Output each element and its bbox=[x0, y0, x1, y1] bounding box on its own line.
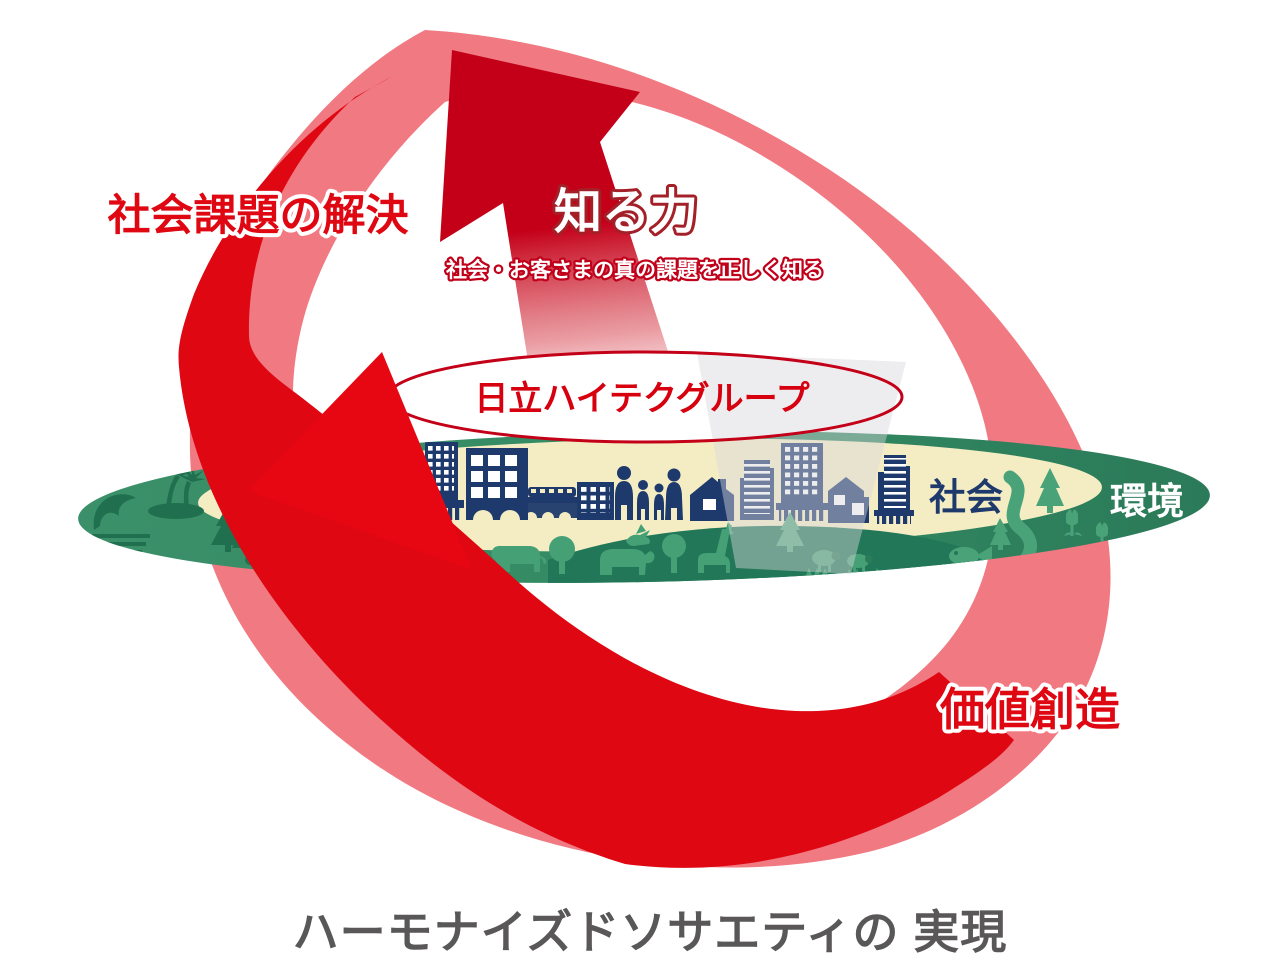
animals-group bbox=[491, 512, 880, 576]
solve-label: 社会課題の解決 bbox=[108, 192, 409, 240]
palm-tree-icon bbox=[176, 465, 206, 507]
bird-icon bbox=[146, 445, 172, 453]
main-title: ハーモナイズドソサエティの 実現 bbox=[293, 906, 1008, 958]
pine-tree-icon bbox=[776, 512, 804, 552]
lion-icon bbox=[491, 545, 547, 572]
dolphin-icon bbox=[96, 454, 144, 485]
value-creation-label: 価値創造 bbox=[939, 684, 1120, 735]
grass-icon bbox=[806, 568, 880, 576]
building-narrow-tower bbox=[874, 455, 914, 524]
building-stepped bbox=[740, 460, 774, 520]
society-label: 社会 bbox=[929, 477, 1003, 518]
sheep-icon bbox=[812, 550, 841, 572]
dove-icon bbox=[626, 524, 650, 546]
tulip-icon bbox=[1064, 509, 1082, 536]
wave-lines-icon bbox=[92, 534, 150, 554]
tree-icon bbox=[549, 536, 575, 574]
island-ground-hill bbox=[548, 525, 984, 584]
knowing-label: 知る力 bbox=[554, 186, 698, 239]
river-road-icon bbox=[1003, 470, 1037, 573]
sheep-icon bbox=[847, 554, 873, 573]
bird-icon bbox=[160, 455, 180, 461]
elephant-icon bbox=[600, 549, 655, 575]
environment-label: 環境 bbox=[1110, 481, 1184, 522]
knowing-arrow bbox=[440, 50, 700, 450]
solution-arrow bbox=[178, 76, 1015, 868]
building-office bbox=[466, 448, 528, 520]
train-icon bbox=[525, 487, 579, 518]
pine-tree-icon bbox=[990, 518, 1011, 550]
company-label: 日立ハイテクグループ bbox=[474, 380, 809, 418]
environment-right-group bbox=[949, 468, 1112, 573]
giraffe-icon bbox=[698, 522, 734, 573]
palm-tree-icon bbox=[158, 456, 196, 508]
knowing-sub-label: 社会・お客さまの真の課題を正しく知る bbox=[445, 258, 824, 282]
wave-icon bbox=[93, 494, 136, 530]
palm-island-icon bbox=[148, 503, 204, 519]
insight-beam bbox=[697, 353, 906, 574]
house-garage-icon bbox=[828, 477, 869, 523]
solution-arrowhead-icon bbox=[248, 352, 472, 570]
company-ellipse-fill bbox=[388, 352, 902, 442]
house-icon bbox=[690, 477, 734, 521]
tree-icon bbox=[662, 534, 686, 573]
building-mid bbox=[577, 482, 614, 520]
pine-tree-icon bbox=[1036, 468, 1064, 513]
family-group bbox=[615, 466, 683, 520]
building-tall bbox=[776, 443, 828, 521]
